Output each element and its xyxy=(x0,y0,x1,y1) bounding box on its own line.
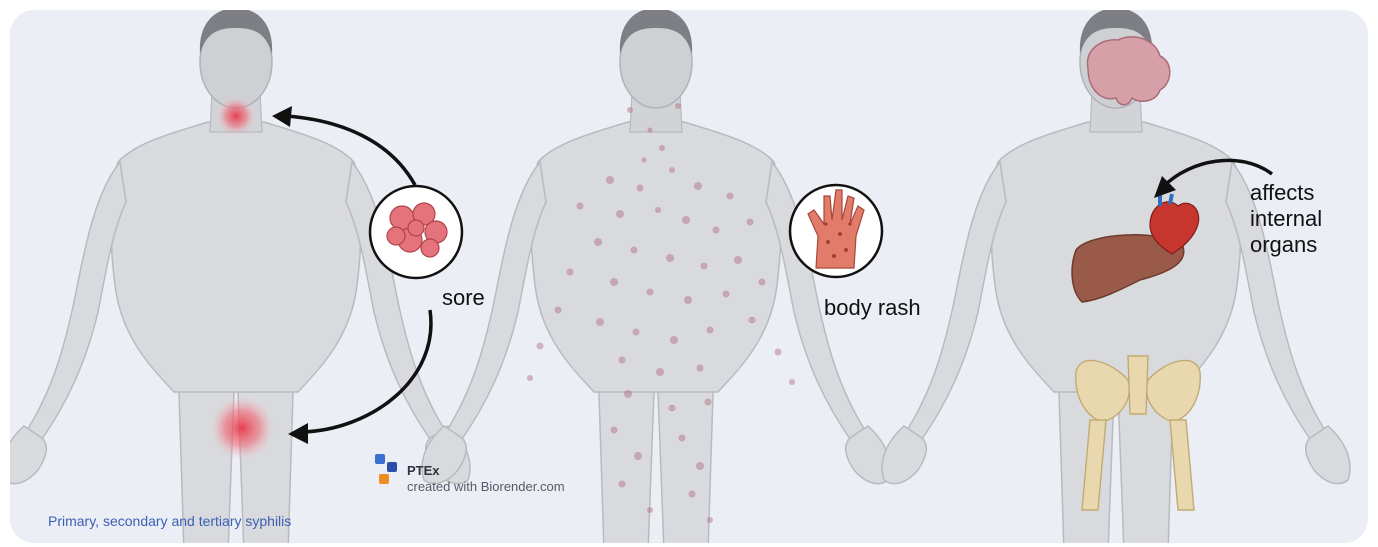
badge-subtitle: created with Biorender.com xyxy=(407,479,565,494)
sore-icon xyxy=(370,186,462,278)
badge-title: PTEx xyxy=(407,463,440,478)
arrowhead-icon xyxy=(272,106,292,127)
sore-label: sore xyxy=(442,285,485,311)
biorender-logo-icon xyxy=(373,452,401,490)
figure-secondary xyxy=(422,10,890,543)
figure-card: sore body rash affects internal organs P… xyxy=(10,10,1368,543)
hand-rash-icon xyxy=(790,185,882,277)
genital-sore xyxy=(210,396,274,460)
syphilis-stages-illustration xyxy=(10,10,1368,543)
internal-organs-label: affects internal organs xyxy=(1250,180,1360,258)
mouth-sore xyxy=(217,97,255,135)
figure-caption: Primary, secondary and tertiary syphilis xyxy=(48,513,291,529)
body-rash-label: body rash xyxy=(824,295,921,321)
brain-icon xyxy=(1087,37,1169,105)
